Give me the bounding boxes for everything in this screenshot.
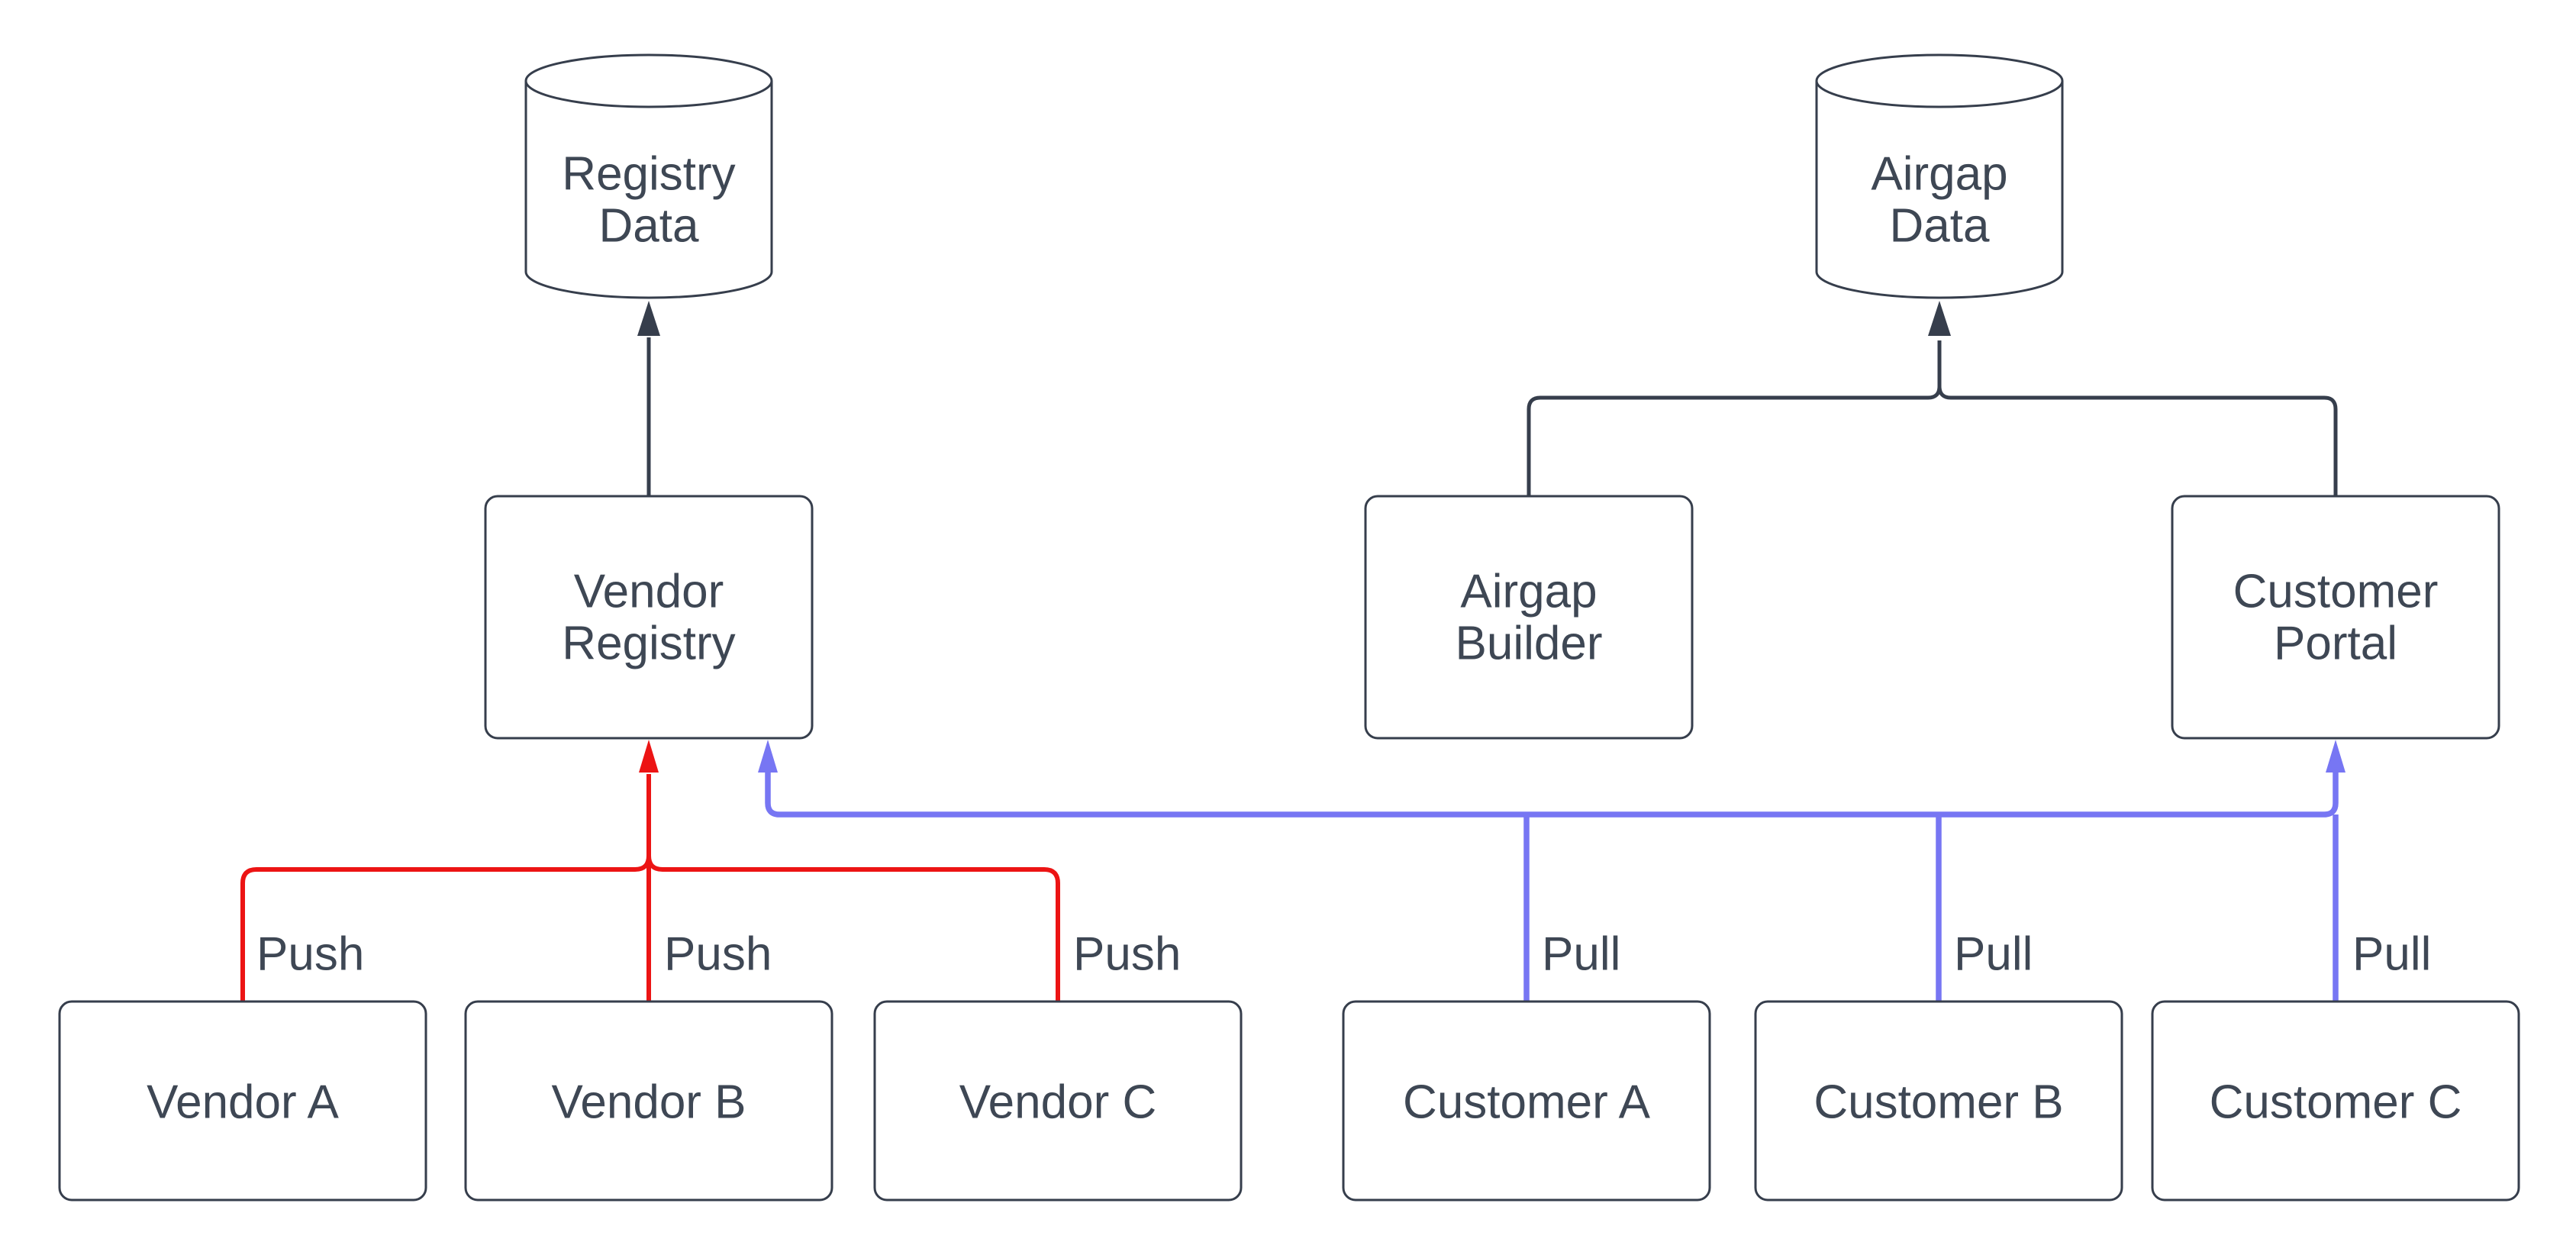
registry-data-cylinder-body — [524, 81, 773, 299]
registry-data-label-line2: Data — [599, 200, 699, 253]
airgap-data-cylinder-body — [1815, 81, 2064, 299]
airgap-data-label-line1: Airgap — [1871, 148, 2007, 201]
customer-a-box — [1342, 1000, 1711, 1202]
vendor-b-box — [464, 1000, 833, 1202]
vendor-a-box — [58, 1000, 427, 1202]
vendor-registry-label-line1: Vendor — [574, 566, 724, 618]
airgap-data-cylinder-top — [1815, 53, 2064, 108]
service-customer-portal: Customer Portal — [2171, 495, 2500, 740]
airgap-data-label-line2: Data — [1890, 200, 1990, 253]
airgap-builder-label-line2: Builder — [1456, 618, 1603, 670]
customer-a-label: Customer A — [1403, 1076, 1651, 1129]
arrowhead-airgap-data — [1928, 301, 1951, 336]
arrowhead-push-vendor-registry — [639, 740, 659, 773]
service-airgap-builder: Airgap Builder — [1364, 495, 1694, 740]
customer-portal-box — [2171, 495, 2500, 740]
push-label-vendor-a: Push — [256, 928, 364, 981]
data-edges — [637, 301, 2338, 496]
pull-label-customer-c: Pull — [2352, 928, 2431, 981]
vendor-registry-label-line2: Registry — [562, 618, 735, 670]
actor-vendor-b: Vendor B — [464, 1000, 833, 1202]
edge-labels: Push Push Push Pull Pull Pull — [256, 928, 2431, 981]
vendor-c-box — [873, 1000, 1243, 1202]
registry-data-label-line1: Registry — [562, 148, 735, 201]
datastore-registry-data: Registry Data — [524, 53, 773, 299]
push-edges — [240, 740, 1060, 1002]
edge-airgap-builder-to-airgap-data — [1527, 340, 1942, 496]
arrowhead-pull-vendor-registry — [758, 740, 778, 773]
vendor-registry-box — [484, 495, 814, 740]
customer-c-label: Customer C — [2210, 1076, 2462, 1129]
pull-label-customer-b: Pull — [1954, 928, 2033, 981]
customer-portal-label-line1: Customer — [2233, 566, 2439, 618]
pull-label-customer-a: Pull — [1542, 928, 1620, 981]
vendor-c-label: Vendor C — [959, 1076, 1157, 1129]
actor-customer-b: Customer B — [1754, 1000, 2123, 1202]
push-label-vendor-c: Push — [1073, 928, 1181, 981]
actor-vendor-a: Vendor A — [58, 1000, 427, 1202]
push-label-vendor-b: Push — [664, 928, 772, 981]
vendor-a-label: Vendor A — [147, 1076, 339, 1129]
actor-customer-a: Customer A — [1342, 1000, 1711, 1202]
customer-b-label: Customer B — [1814, 1076, 2063, 1129]
customer-c-box — [2151, 1000, 2520, 1202]
edge-pull-bus — [765, 773, 2339, 818]
actor-vendor-c: Vendor C — [873, 1000, 1243, 1202]
airgap-builder-label-line1: Airgap — [1460, 566, 1597, 618]
arrowhead-registry-data — [637, 301, 660, 336]
customer-b-box — [1754, 1000, 2123, 1202]
edge-customer-portal-to-airgap-data — [1937, 340, 2338, 496]
actor-customer-c: Customer C — [2151, 1000, 2520, 1202]
airgap-builder-box — [1364, 495, 1694, 740]
pull-edges — [758, 740, 2345, 1002]
customer-portal-label-line2: Portal — [2274, 618, 2397, 670]
arrowhead-pull-customer-portal — [2326, 740, 2345, 773]
service-vendor-registry: Vendor Registry — [484, 495, 814, 740]
datastore-airgap-data: Airgap Data — [1815, 53, 2064, 299]
registry-data-cylinder-top — [524, 53, 773, 108]
vendor-b-label: Vendor B — [551, 1076, 746, 1129]
